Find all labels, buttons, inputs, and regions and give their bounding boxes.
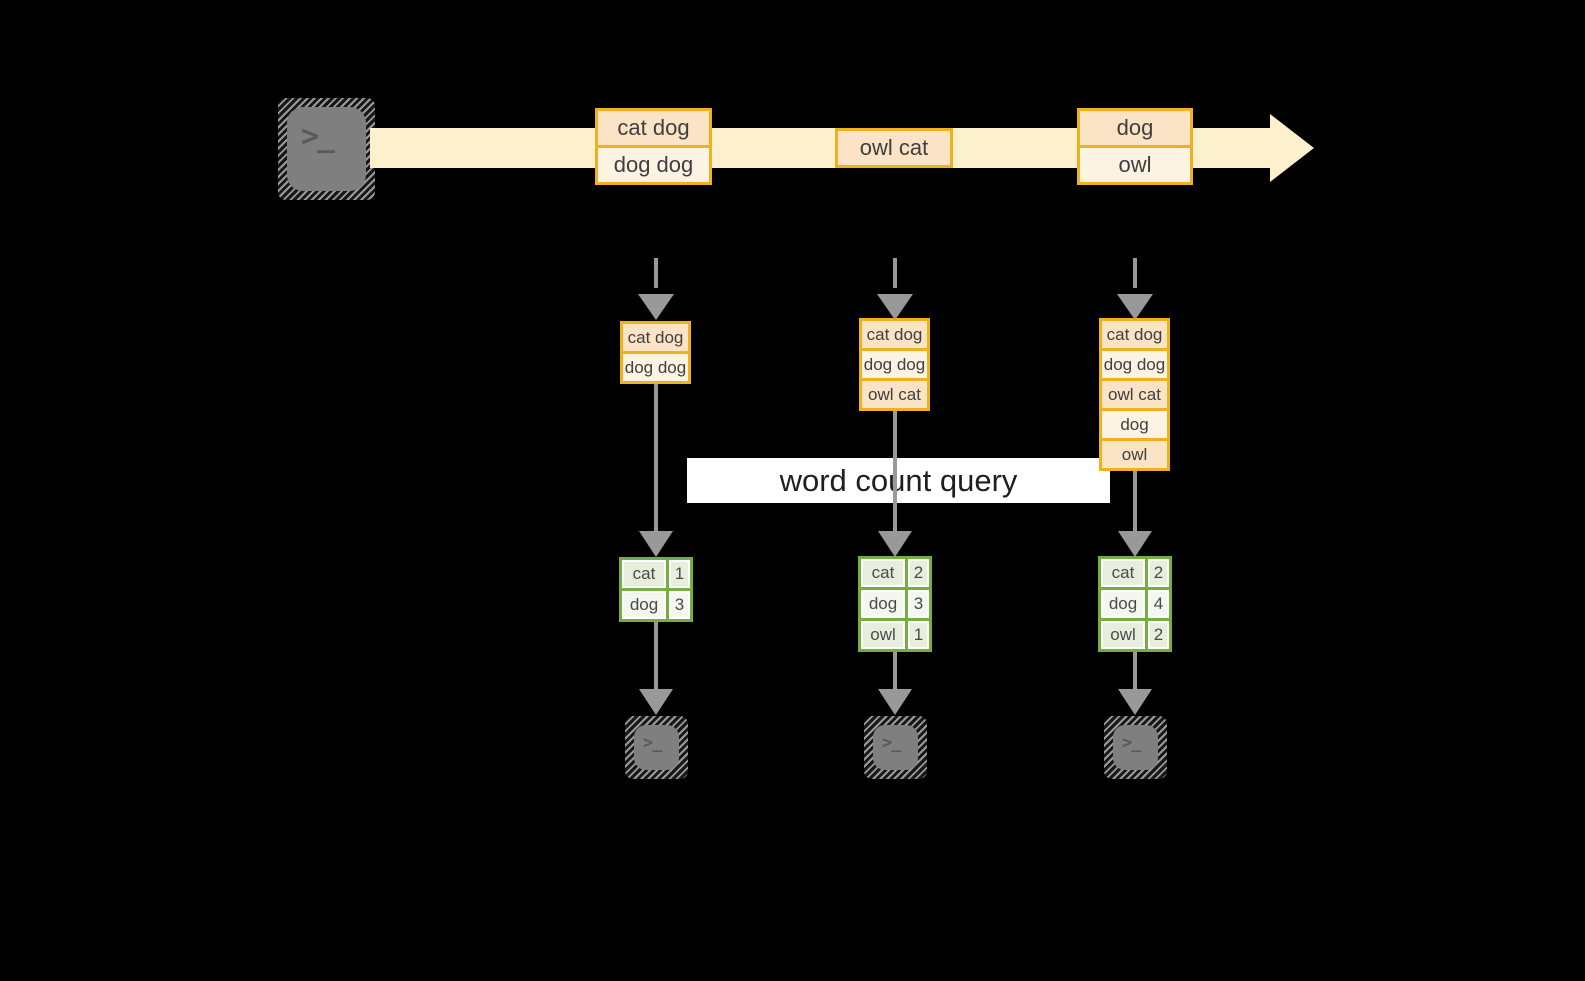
prompt-icon: >_ <box>1122 733 1141 753</box>
dashed-arrowhead-icon <box>1117 294 1153 320</box>
arrow-line <box>654 622 658 690</box>
buffer-record: owl <box>1099 438 1170 471</box>
table-cell-word: dog <box>861 590 905 618</box>
buffer-record: dog <box>1099 408 1170 441</box>
buffer-stack-3: cat dog dog dog owl cat dog owl <box>1099 318 1170 471</box>
table-cell-word: owl <box>1101 621 1145 649</box>
dashed-arrowhead-icon <box>877 294 913 320</box>
dashed-arrowhead-icon <box>638 294 674 320</box>
count-table-3: cat 2 dog 4 owl 2 <box>1098 556 1172 652</box>
stream-event-box: dog <box>1077 108 1193 148</box>
arrow-line <box>1133 471 1137 532</box>
arrow-line <box>893 411 897 532</box>
arrow-line <box>1133 652 1137 690</box>
buffer-record: dog dog <box>1099 348 1170 381</box>
terminal-source-body: >_ <box>287 107 366 191</box>
table-cell-word: cat <box>861 559 905 587</box>
arrowhead-icon <box>639 689 673 715</box>
stream-event-group-3: dog owl <box>1077 108 1193 185</box>
stream-event-box: cat dog <box>595 108 712 148</box>
stream-event-group-2: owl cat <box>835 128 953 168</box>
arrowhead-icon <box>1118 531 1152 557</box>
table-cell-count: 2 <box>908 559 929 587</box>
terminal-sink-icon: >_ <box>625 716 688 779</box>
arrowhead-icon <box>639 531 673 557</box>
terminal-sink-body: >_ <box>1113 725 1158 770</box>
terminal-source-icon: >_ <box>278 98 375 200</box>
dashed-arrow-line <box>654 258 658 288</box>
stream-event-box: owl cat <box>835 128 953 168</box>
arrowhead-icon <box>878 689 912 715</box>
buffer-record: cat dog <box>1099 318 1170 351</box>
buffer-record: owl cat <box>859 378 930 411</box>
buffer-record: dog dog <box>620 351 691 384</box>
dashed-arrow-line <box>893 258 897 288</box>
terminal-sink-body: >_ <box>873 725 918 770</box>
table-cell-word: dog <box>1101 590 1145 618</box>
table-cell-count: 1 <box>669 560 690 588</box>
count-table-1: cat 1 dog 3 <box>619 557 693 622</box>
table-cell-word: cat <box>1101 559 1145 587</box>
buffer-record: cat dog <box>859 318 930 351</box>
arrow-line <box>654 384 658 532</box>
prompt-icon: >_ <box>301 119 335 154</box>
buffer-record: dog dog <box>859 348 930 381</box>
buffer-stack-1: cat dog dog dog <box>620 321 691 384</box>
table-cell-word: dog <box>622 591 666 619</box>
stream-event-box: dog dog <box>595 145 712 185</box>
table-cell-count: 3 <box>669 591 690 619</box>
terminal-sink-body: >_ <box>634 725 679 770</box>
query-label: word count query <box>687 458 1110 503</box>
prompt-icon: >_ <box>882 733 901 753</box>
table-cell-count: 3 <box>908 590 929 618</box>
arrow-line <box>893 652 897 690</box>
arrowhead-icon <box>1118 689 1152 715</box>
terminal-sink-icon: >_ <box>864 716 927 779</box>
table-cell-count: 4 <box>1148 590 1169 618</box>
stream-event-box: owl <box>1077 145 1193 185</box>
stream-arrowhead-icon <box>1270 114 1314 182</box>
table-cell-count: 2 <box>1148 559 1169 587</box>
dashed-arrow-line <box>1133 258 1137 288</box>
arrowhead-icon <box>878 531 912 557</box>
prompt-icon: >_ <box>643 733 662 753</box>
table-cell-word: cat <box>622 560 666 588</box>
table-cell-count: 2 <box>1148 621 1169 649</box>
stream-event-group-1: cat dog dog dog <box>595 108 712 185</box>
terminal-sink-icon: >_ <box>1104 716 1167 779</box>
table-cell-word: owl <box>861 621 905 649</box>
buffer-record: owl cat <box>1099 378 1170 411</box>
count-table-2: cat 2 dog 3 owl 1 <box>858 556 932 652</box>
buffer-stack-2: cat dog dog dog owl cat <box>859 318 930 411</box>
table-cell-count: 1 <box>908 621 929 649</box>
buffer-record: cat dog <box>620 321 691 354</box>
